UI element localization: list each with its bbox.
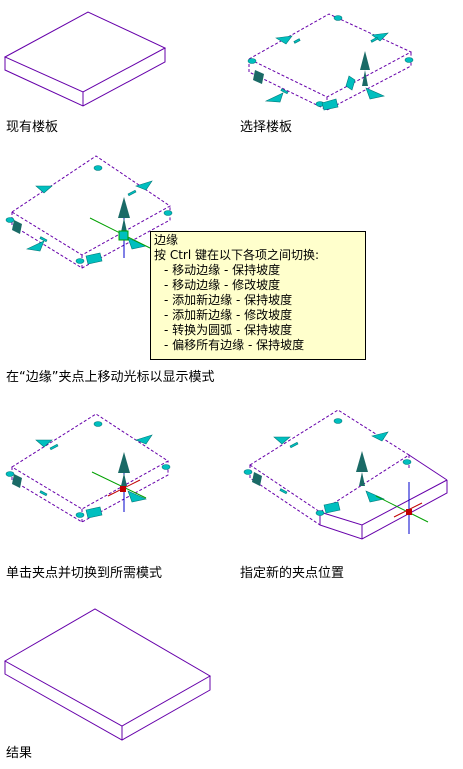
vertex-grip[interactable] [5,217,15,223]
elevation-grip-arrow[interactable] [356,451,368,472]
edge-grip-arrow[interactable] [365,490,385,503]
tooltip-option: - 偏移所有边缘 - 保持坡度 [164,338,305,352]
edge-midpoint-grip[interactable] [370,36,379,43]
edge-grip-arrow[interactable] [135,180,153,191]
edge-midpoint-grip[interactable] [39,236,48,243]
caption-specify-location: 指定新的夹点位置 [240,566,345,581]
grip-set [247,15,414,111]
edge-grip-arrow[interactable] [35,439,53,448]
vertex-grip[interactable] [163,210,173,216]
edge-grip-arrow[interactable] [371,431,389,442]
edge-grip-arrow[interactable] [135,434,153,445]
caption-click-grip: 单击夹点并切换到所需模式 [6,566,163,581]
vertex-grip[interactable] [402,459,412,465]
caption-move-cursor: 在“边缘”夹点上移动光标以显示模式 [6,370,215,385]
edge-midpoint-grip[interactable] [289,441,299,449]
elevation-grip-arrow[interactable] [360,51,370,70]
slab-hover [5,155,173,269]
edge-midpoint-grip[interactable] [280,88,289,95]
edge-grip-arrow[interactable] [35,185,53,194]
edge-grip[interactable] [345,75,356,91]
edge-midpoint-grip[interactable] [127,189,137,197]
edge-grip[interactable] [85,506,103,519]
grip-set [5,165,173,265]
vertex-grip[interactable] [333,418,343,424]
grip-set [243,418,412,516]
vertex-grip[interactable] [247,58,257,64]
edge-grip-arrow[interactable] [273,436,291,445]
edge-grip-dark[interactable] [12,220,22,234]
edge-grip-arrow[interactable] [25,240,45,252]
caption-select-slab: 选择楼板 [240,120,293,135]
vertex-grip[interactable] [75,258,85,264]
grip-set [5,421,171,519]
slab-existing [3,11,167,107]
vertex-grip[interactable] [75,512,85,518]
tooltip-option: - 转换为圆弧 - 保持坡度 [164,323,293,337]
vertex-grip[interactable] [315,510,325,516]
grip-tooltip: 边缘 按 Ctrl 键在以下各项之间切换: - 移动边缘 - 保持坡度 - 移动… [150,231,366,360]
edge-midpoint-grip[interactable] [279,488,288,495]
slab-selected [247,13,414,111]
tooltip-option: - 移动边缘 - 保持坡度 [164,263,281,277]
caption-existing-slab: 现有楼板 [6,120,59,135]
ucs-axes [89,197,151,258]
hovered-edge-grip[interactable] [118,230,129,241]
vertex-grip[interactable] [93,421,103,427]
edge-grip-arrow[interactable] [127,490,147,503]
edge-grip-arrow[interactable] [264,92,284,103]
vertex-grip[interactable] [93,165,103,171]
vertex-grip[interactable] [404,57,414,63]
edge-grip-arrow[interactable] [365,87,385,100]
vertex-grip[interactable] [161,464,171,470]
slab-result [3,608,212,741]
slab-new-location [243,409,448,540]
tooltip-instruction: 按 Ctrl 键在以下各项之间切换: [154,248,320,262]
edge-grip-dark[interactable] [253,70,264,84]
edge-grip[interactable] [85,252,103,265]
tooltip-option: - 添加新边缘 - 修改坡度 [164,308,293,322]
active-grip[interactable] [120,486,126,492]
edge-midpoint-grip[interactable] [49,443,59,451]
new-grip-location[interactable] [406,509,412,515]
caption-result: 结果 [6,746,33,761]
vertex-grip[interactable] [333,15,343,21]
ucs-axes [375,482,429,534]
ucs-axes [91,452,147,512]
edge-grip[interactable] [321,98,339,111]
edge-grip[interactable] [323,501,341,514]
slab-grip-clicked [5,413,171,523]
vertex-grip[interactable] [5,471,15,477]
edge-grip-arrow[interactable] [127,237,147,250]
edge-midpoint-grip[interactable] [39,490,48,497]
edge-grip-dark[interactable] [12,474,22,488]
tooltip-option: - 移动边缘 - 修改坡度 [164,278,281,292]
tooltip-title: 边缘 [154,233,179,247]
edge-grip-arrow[interactable] [275,35,293,45]
tooltip-option: - 添加新边缘 - 保持坡度 [164,293,293,307]
edge-midpoint-grip[interactable] [293,38,301,44]
vertex-grip[interactable] [243,469,253,475]
edge-grip-dark[interactable] [252,472,262,486]
